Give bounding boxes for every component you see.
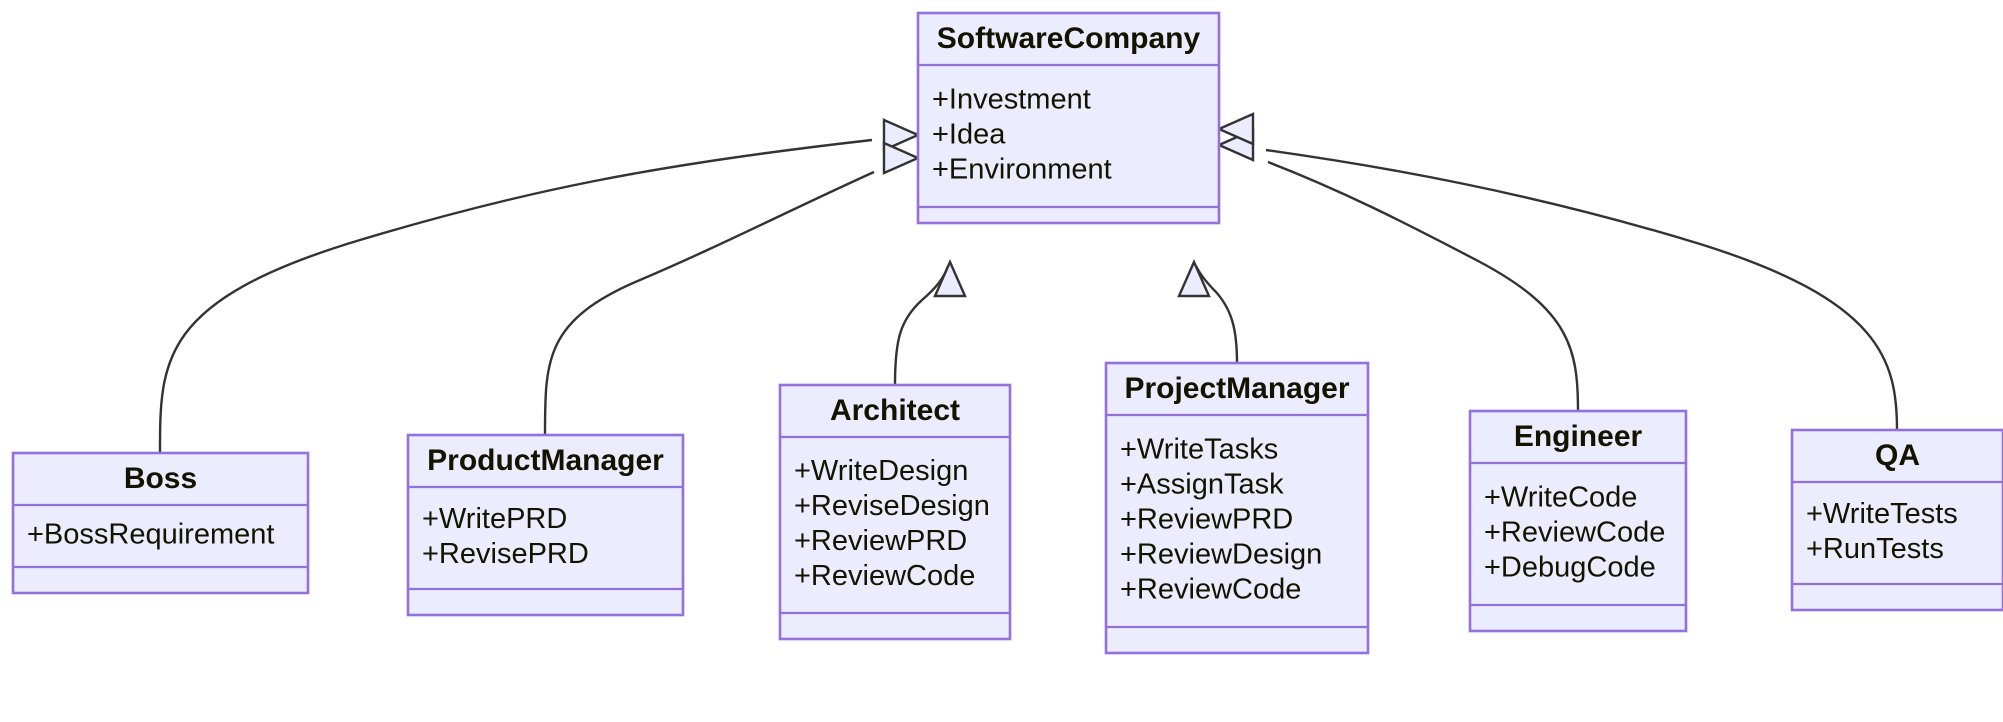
relation-architect-to-softwarecompany[interactable] [893,259,967,386]
relation-line[interactable] [1194,265,1239,364]
class-attribute: +WriteTests [1806,498,1958,530]
class-attribute: +ReviseDesign [794,490,990,522]
class-attribute: +ReviewDesign [1120,539,1322,571]
relation-line[interactable] [543,170,875,436]
class-node-qa[interactable]: QA +WriteTests+RunTests [1790,428,2003,612]
class-attribute: +WriteDesign [794,455,968,487]
class-name: ProductManager [427,444,664,477]
relation-productmanager-to-softwarecompany[interactable] [543,141,921,436]
class-attribute: +WriteTasks [1120,434,1278,466]
relations-layer [158,112,1899,454]
class-attribute: +ReviewPRD [1120,504,1293,536]
relation-projectmanager-to-softwarecompany[interactable] [1177,259,1239,364]
class-attribute: +Idea [932,119,1006,151]
class-name: QA [1875,439,1920,472]
class-box[interactable] [11,451,310,595]
class-box[interactable] [916,11,1221,225]
class-attribute: +WritePRD [422,503,567,535]
class-name: ProjectManager [1124,372,1349,405]
inheritance-arrowhead [1177,259,1211,298]
class-box[interactable] [1104,361,1370,655]
class-node-architect[interactable]: Architect+WriteDesign+ReviseDesign+Revie… [778,383,1012,641]
relation-boss-to-softwarecompany[interactable] [158,118,921,454]
classes-layer: SoftwareCompany +Investment+Idea+Environm… [11,11,2003,655]
inheritance-arrowhead [933,259,967,298]
class-box[interactable] [778,383,1012,641]
class-node-softwarecompany[interactable]: SoftwareCompany +Investment+Idea+Environm… [916,11,1221,225]
inheritance-arrowhead [882,118,921,152]
relation-line[interactable] [1267,160,1580,412]
class-box[interactable] [406,433,685,617]
class-name: Engineer [1514,420,1643,453]
class-attribute: +AssignTask [1120,469,1284,501]
class-attribute: +ReviewPRD [794,525,967,557]
class-attribute: +Environment [932,154,1112,186]
class-name: Boss [124,462,197,495]
class-node-engineer[interactable]: Engineer +WriteCode+ReviewCode+DebugCode [1468,409,1688,633]
class-attribute: +WriteCode [1484,482,1637,514]
class-attribute: +RunTests [1806,533,1944,565]
inheritance-arrowhead [882,141,921,175]
relation-line[interactable] [1265,148,1899,431]
class-attribute: +DebugCode [1484,552,1656,584]
relation-qa-to-softwarecompany[interactable] [1216,112,1899,431]
class-attribute: +BossRequirement [27,519,274,551]
class-box[interactable] [1790,428,2003,612]
class-attribute: +ReviewCode [1484,517,1665,549]
class-node-boss[interactable]: Boss +BossRequirement [11,451,310,595]
class-attribute: +Investment [932,84,1091,116]
class-name: Architect [830,394,960,427]
class-name: SoftwareCompany [937,22,1201,55]
class-box[interactable] [1468,409,1688,633]
class-attribute: +ReviewCode [1120,574,1301,606]
relation-line[interactable] [158,138,873,454]
class-attribute: +RevisePRD [422,538,589,570]
inheritance-arrowhead [1216,112,1255,146]
class-attribute: +ReviewCode [794,560,975,592]
class-node-productmanager[interactable]: ProductManager +WritePRD+RevisePRD [406,433,685,617]
class-node-projectmanager[interactable]: ProjectManager+WriteTasks+AssignTask+Rev… [1104,361,1370,655]
